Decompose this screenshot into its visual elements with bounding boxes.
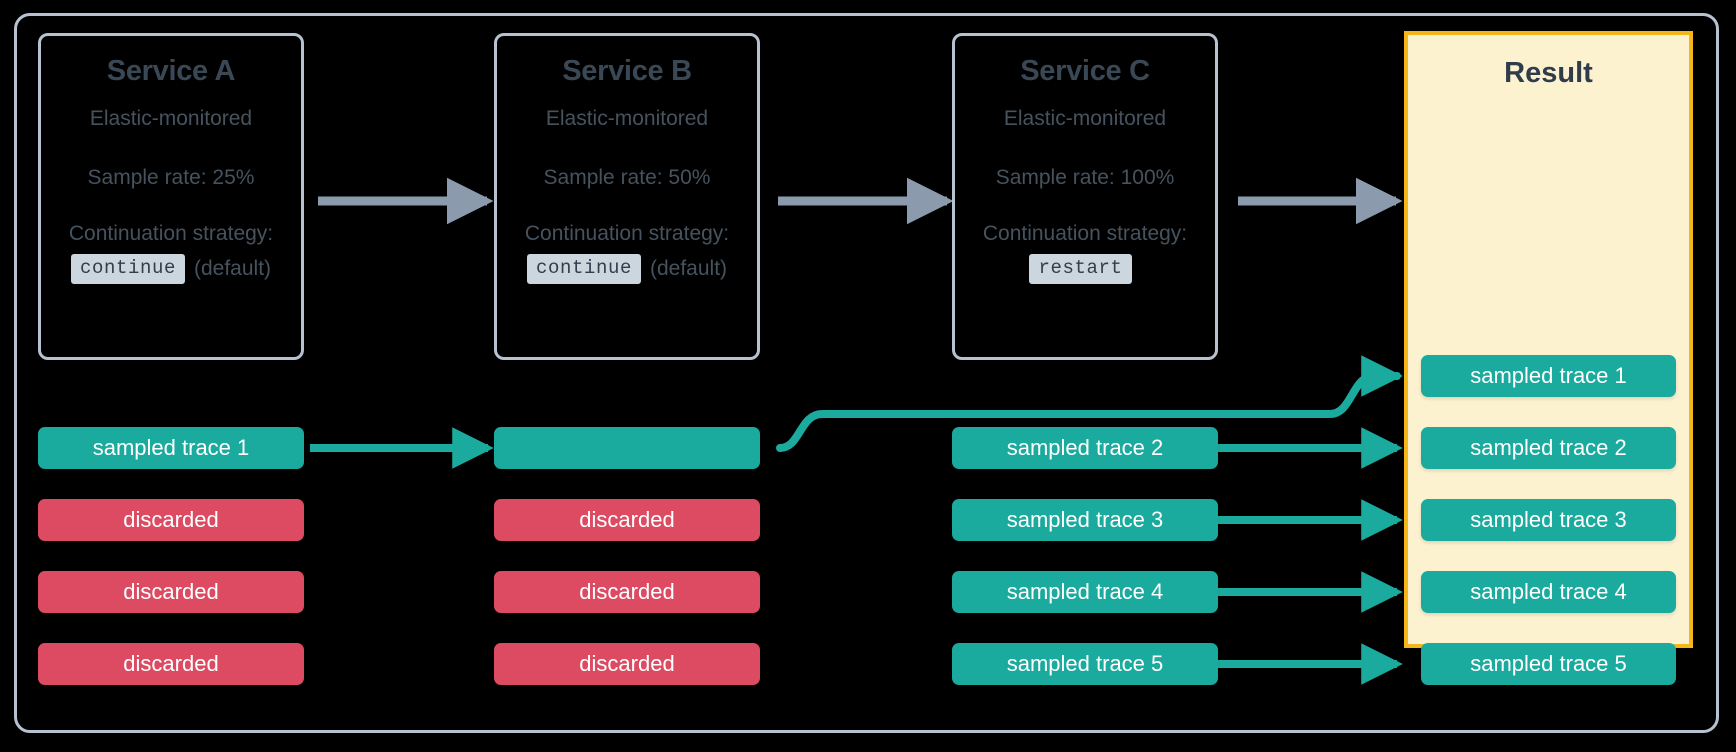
trace-pill-b-2: discarded	[494, 499, 760, 541]
trace-pill-a-4: discarded	[38, 643, 304, 685]
result-trace-pill-3: sampled trace 3	[1421, 499, 1676, 541]
service-b-strategy-note: (default)	[649, 257, 728, 281]
trace-pill-label: sampled trace 4	[1006, 579, 1164, 604]
service-a-strategy-chip: continue	[70, 253, 185, 285]
trace-pill-c-3: sampled trace 4	[952, 571, 1218, 613]
trace-pill-b-1	[494, 427, 760, 469]
trace-pill-label: discarded	[123, 579, 219, 604]
trace-pill-label: discarded	[579, 507, 675, 532]
trace-pill-label: sampled trace 5	[1470, 651, 1627, 676]
service-a-strategy-row: continue (default)	[41, 253, 301, 285]
service-a-strategy-note: (default)	[193, 257, 272, 281]
service-card-service-b: Service B Elastic-monitored Sample rate:…	[494, 33, 760, 360]
trace-pill-b-4: discarded	[494, 643, 760, 685]
service-b-title: Service B	[562, 55, 692, 87]
service-card-service-c: Service C Elastic-monitored Sample rate:…	[952, 33, 1218, 360]
service-b-strategy-row: continue (default)	[497, 253, 757, 285]
service-c-sample-rate: Sample rate: 100%	[995, 165, 1175, 189]
result-title: Result	[1504, 57, 1593, 89]
trace-pill-a-2: discarded	[38, 499, 304, 541]
trace-pill-label: discarded	[123, 507, 219, 532]
trace-pill-label: sampled trace 5	[1006, 651, 1164, 676]
trace-pill-c-2: sampled trace 3	[952, 499, 1218, 541]
service-c-title: Service C	[1020, 55, 1150, 87]
result-trace-pill-1: sampled trace 1	[1421, 355, 1676, 397]
trace-pill-label: discarded	[123, 651, 219, 676]
trace-pill-label: sampled trace 3	[1006, 507, 1164, 532]
service-c-strategy-row: restart	[955, 253, 1215, 285]
trace-pill-a-3: discarded	[38, 571, 304, 613]
service-c-strategy-label: Continuation strategy:	[982, 221, 1188, 245]
result-trace-pill-4: sampled trace 4	[1421, 571, 1676, 613]
service-a-title: Service A	[106, 55, 236, 87]
service-card-service-a: Service A Elastic-monitored Sample rate:…	[38, 33, 304, 360]
trace-pill-c-1: sampled trace 2	[952, 427, 1218, 469]
result-card: Result	[1404, 31, 1693, 648]
trace-pill-label: sampled trace 2	[1470, 435, 1627, 460]
trace-pill-label: sampled trace 4	[1470, 579, 1627, 604]
service-b-subtitle: Elastic-monitored	[545, 107, 709, 131]
service-b-strategy-chip: continue	[526, 253, 641, 285]
trace-pill-label: sampled trace 3	[1470, 507, 1627, 532]
service-c-subtitle: Elastic-monitored	[1003, 107, 1167, 131]
trace-pill-label: sampled trace 1	[92, 435, 250, 460]
diagram-outer-frame	[14, 13, 1719, 733]
trace-pill-b-3: discarded	[494, 571, 760, 613]
service-b-sample-rate: Sample rate: 50%	[543, 165, 711, 189]
service-a-subtitle: Elastic-monitored	[89, 107, 253, 131]
trace-pill-label: sampled trace 1	[1470, 363, 1627, 388]
service-a-strategy-label: Continuation strategy:	[68, 221, 274, 245]
result-trace-pill-2: sampled trace 2	[1421, 427, 1676, 469]
service-c-strategy-chip: restart	[1029, 253, 1132, 285]
trace-pill-label: discarded	[579, 651, 675, 676]
result-trace-pill-5: sampled trace 5	[1421, 643, 1676, 685]
service-a-sample-rate: Sample rate: 25%	[87, 165, 255, 189]
trace-pill-c-4: sampled trace 5	[952, 643, 1218, 685]
trace-pill-label: discarded	[579, 579, 675, 604]
trace-pill-label: sampled trace 2	[1006, 435, 1164, 460]
service-b-strategy-label: Continuation strategy:	[524, 221, 730, 245]
trace-pill-a-1: sampled trace 1	[38, 427, 304, 469]
